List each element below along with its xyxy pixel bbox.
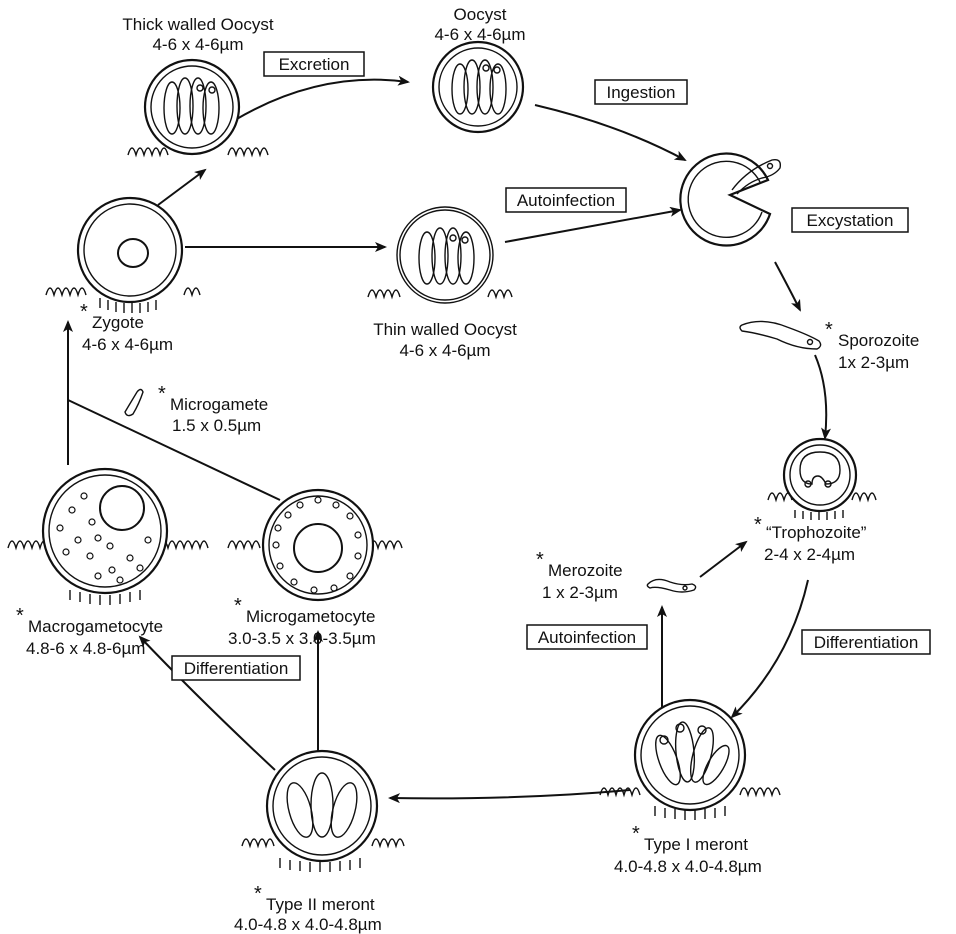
label-zygote-title: Zygote	[92, 313, 144, 332]
label-macrogametocyte-size: 4.8-6 x 4.8-6µm	[26, 639, 145, 658]
process-autoinfection-right: Autoinfection	[538, 628, 636, 647]
label-oocyst-size: 4-6 x 4-6µm	[434, 25, 525, 44]
line-micro-to-zygote	[67, 399, 281, 501]
process-differentiation-right: Differentiation	[814, 633, 919, 652]
arrow-type1-to-type2	[388, 789, 631, 804]
label-microgamete-star: *	[158, 383, 166, 405]
label-type2-meront-star: *	[254, 883, 262, 905]
label-macrogametocyte-title: Macrogametocyte	[28, 617, 163, 636]
label-sporozoite-title: Sporozoite	[838, 331, 919, 350]
process-labels: Excretion Ingestion Autoinfection Excyst…	[171, 51, 931, 681]
label-zygote-size: 4-6 x 4-6µm	[82, 335, 173, 354]
label-microgametocyte-title: Microgametocyte	[246, 607, 375, 626]
zygote-drawing	[45, 196, 201, 313]
arrow-excretion	[234, 75, 410, 121]
arrow-differentiation-left	[138, 635, 276, 771]
type2-meront-drawing	[241, 749, 405, 872]
excysting-oocyst-drawing	[679, 152, 782, 247]
oocyst-drawing	[431, 40, 525, 134]
label-merozoite-star: *	[536, 549, 544, 571]
label-type2-meront-title: Type II meront	[266, 895, 375, 914]
arrow-differentiation-right	[730, 579, 809, 719]
macrogametocyte-drawing	[7, 467, 209, 605]
label-type1-meront-star: *	[632, 823, 640, 845]
label-trophozoite-star: *	[754, 514, 762, 536]
label-trophozoite-size: 2-4 x 2-4µm	[764, 545, 855, 564]
label-microgamete-size: 1.5 x 0.5µm	[172, 416, 261, 435]
label-type1-meront-title: Type I meront	[644, 835, 748, 854]
label-thin-oocyst-title: Thin walled Oocyst	[373, 320, 517, 339]
label-sporozoite-size: 1x 2-3µm	[838, 353, 909, 372]
arrow-autoinfection-top	[504, 206, 682, 243]
arrow-zygote-to-thick-oocyst	[157, 168, 207, 206]
stage-labels: Thick walled Oocyst 4-6 x 4-6µm Oocyst 4…	[16, 5, 919, 934]
process-excretion: Excretion	[279, 55, 350, 74]
label-oocyst-title: Oocyst	[454, 5, 507, 24]
microgametocyte-drawing	[227, 488, 403, 602]
trophozoite-drawing	[767, 437, 877, 520]
arrows	[63, 75, 832, 804]
process-excystation: Excystation	[807, 211, 894, 230]
label-thick-oocyst-size: 4-6 x 4-6µm	[152, 35, 243, 54]
arrow-ingestion	[534, 104, 687, 161]
label-trophozoite-title: “Trophozoite”	[766, 523, 867, 542]
label-macrogametocyte-star: *	[16, 605, 24, 627]
thin-walled-oocyst-drawing	[367, 206, 513, 304]
type1-meront-drawing	[599, 698, 781, 820]
label-thick-oocyst-title: Thick walled Oocyst	[122, 15, 273, 34]
arrow-sporozoite-to-trophozoite	[814, 354, 832, 440]
label-microgametocyte-star: *	[234, 595, 242, 617]
sporozoite-drawing	[739, 320, 822, 350]
label-merozoite-title: Merozoite	[548, 561, 623, 580]
label-type1-meront-size: 4.0-4.8 x 4.0-4.8µm	[614, 857, 762, 876]
arrow-excystation	[774, 261, 801, 312]
thick-walled-oocyst-drawing	[127, 58, 269, 158]
label-type2-meront-size: 4.0-4.8 x 4.0-4.8µm	[234, 915, 382, 934]
merozoite-drawing	[646, 578, 697, 593]
process-autoinfection-top: Autoinfection	[517, 191, 615, 210]
label-sporozoite-star: *	[825, 319, 833, 341]
label-microgamete-title: Microgamete	[170, 395, 268, 414]
arrow-merozoite-to-trophozoite	[699, 540, 748, 578]
label-zygote-star: *	[80, 301, 88, 323]
process-differentiation-left: Differentiation	[184, 659, 289, 678]
label-merozoite-size: 1 x 2-3µm	[542, 583, 618, 602]
label-microgametocyte-size: 3.0-3.5 x 3.0-3.5µm	[228, 629, 376, 648]
label-thin-oocyst-size: 4-6 x 4-6µm	[399, 341, 490, 360]
microgamete-drawing	[124, 388, 144, 417]
process-ingestion: Ingestion	[607, 83, 676, 102]
